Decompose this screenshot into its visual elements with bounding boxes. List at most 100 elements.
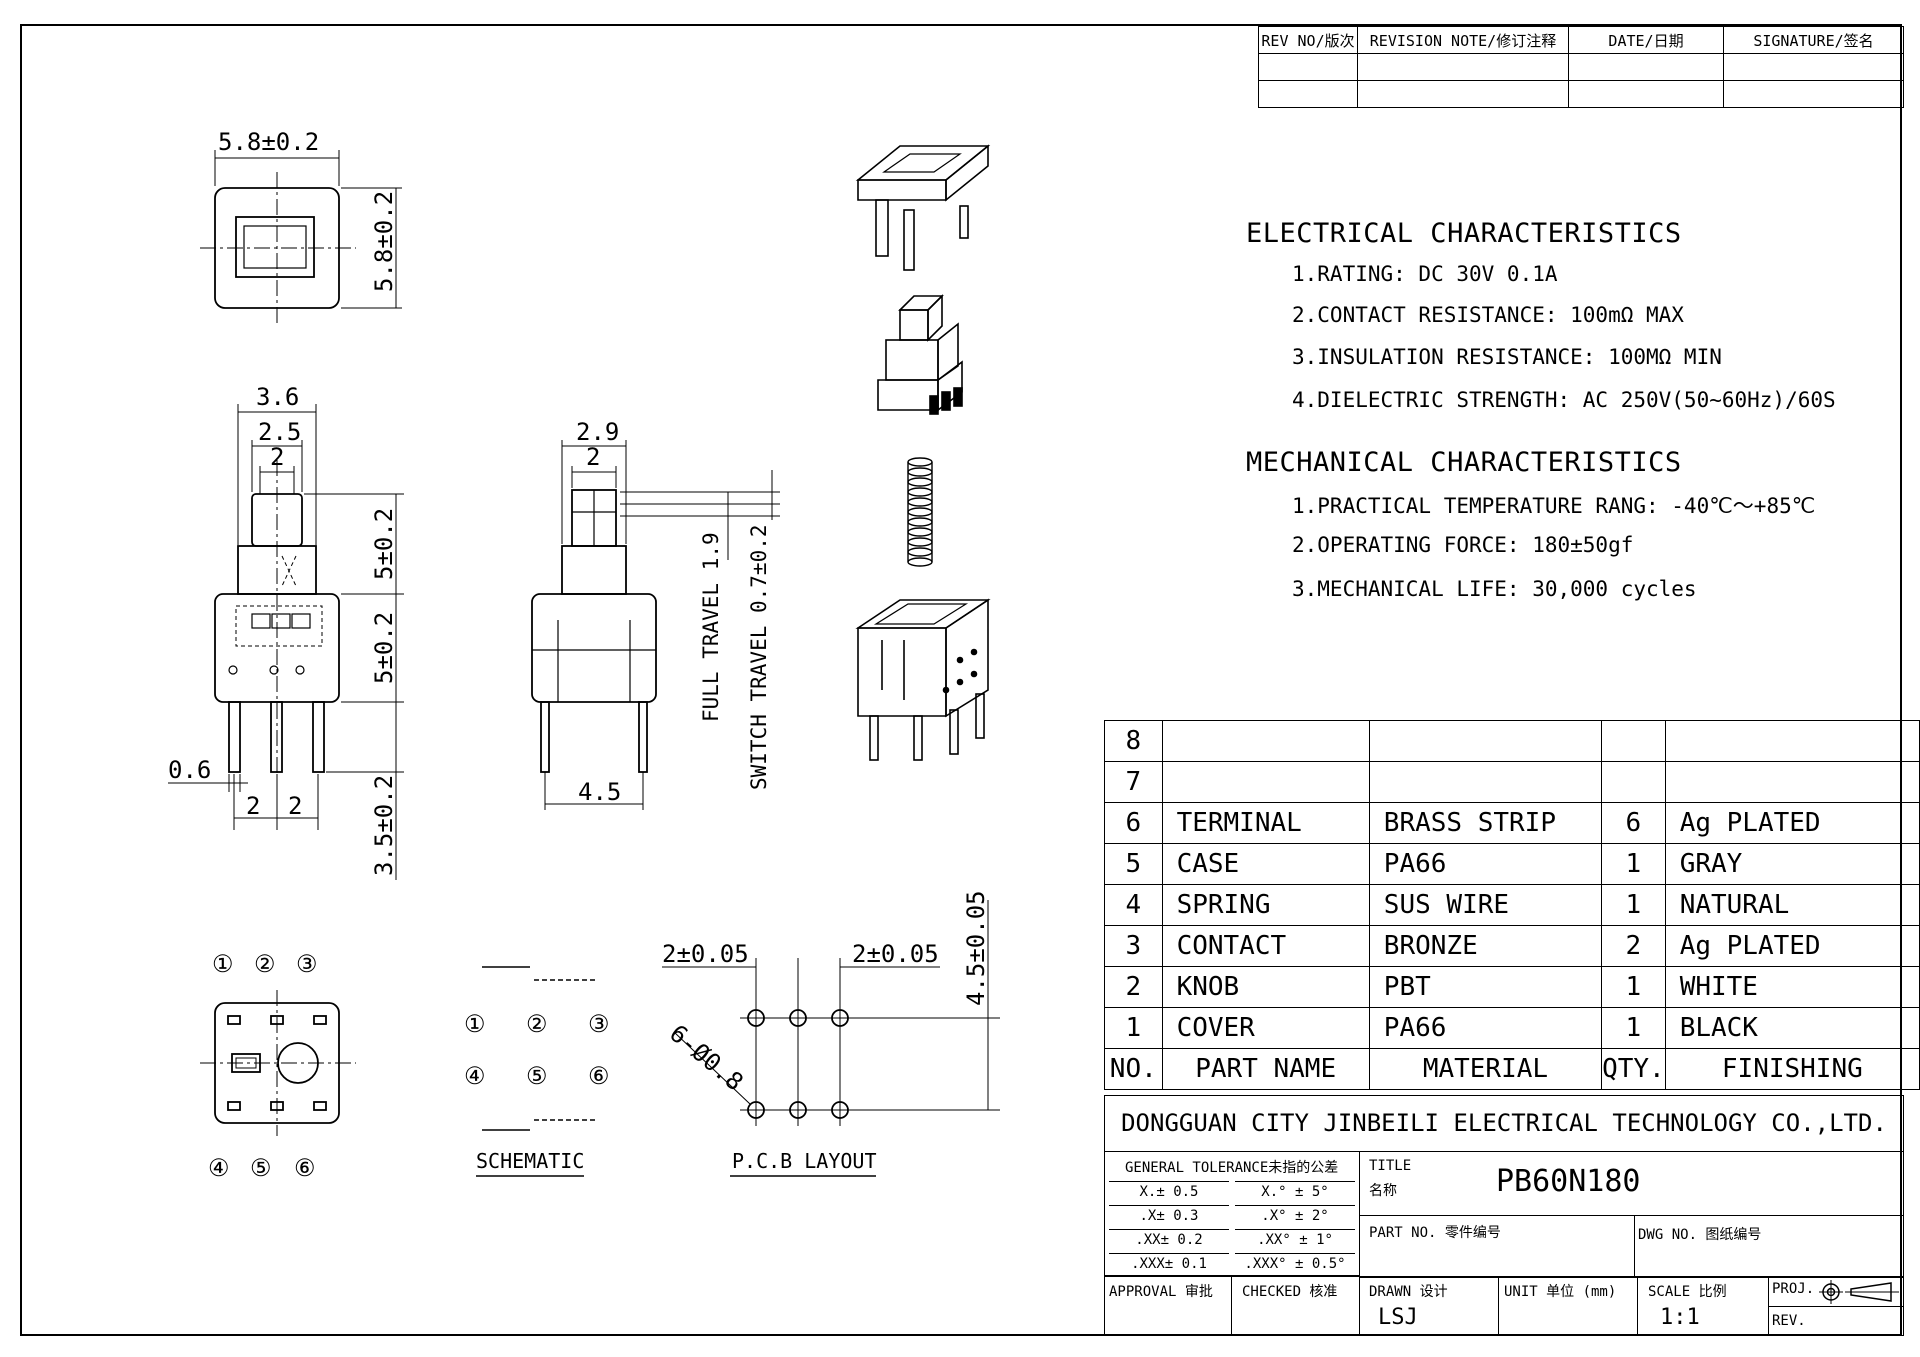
- part-qty-cell: 2: [1601, 925, 1666, 967]
- tolerance-value: .X° ± 2°: [1235, 1205, 1355, 1224]
- part-finishing-cell: Ag PLATED: [1664, 802, 1920, 844]
- part-material-cell: PA66: [1368, 1007, 1603, 1049]
- part-no-cell: 6: [1104, 802, 1163, 844]
- part-material-cell: [1368, 761, 1603, 803]
- part-finishing-cell: GRAY: [1664, 843, 1920, 885]
- tolerance-value: .XXX± 0.1: [1109, 1253, 1229, 1272]
- schematic-pin-label: ①: [464, 1010, 486, 1038]
- dim-switch-travel: SWITCH TRAVEL 0.7±0.2: [747, 524, 771, 790]
- part-no-cell: 5: [1104, 843, 1163, 885]
- part-qty-cell: 1: [1601, 966, 1666, 1008]
- rev-cell: [1723, 53, 1904, 81]
- part-qty-cell: 1: [1601, 884, 1666, 926]
- part-material-cell: [1368, 720, 1603, 762]
- part-name-cell: SPRING: [1161, 884, 1370, 926]
- signature-header: SIGNATURE/签名: [1723, 26, 1904, 54]
- rev-cell: [1723, 80, 1904, 108]
- tolerance-value: .XX± 0.2: [1109, 1229, 1229, 1248]
- approval-label: APPROVAL 审批: [1109, 1284, 1213, 1300]
- tolerance-block: GENERAL TOLERANCE未指的公差 X.± 0.5 X.° ± 5° .X…: [1104, 1151, 1360, 1276]
- dim-top-width: 5.8±0.2: [218, 128, 319, 156]
- dim-top-height: 5.8±0.2: [370, 191, 398, 292]
- dim-pcb-pitch-2: 2±0.05: [852, 940, 939, 968]
- tolerance-value: .X± 0.3: [1109, 1205, 1229, 1224]
- exploded-view: [855, 144, 991, 761]
- part-name-cell: [1161, 761, 1370, 803]
- side-view: [531, 440, 780, 810]
- part-finishing-cell: Ag PLATED: [1664, 925, 1920, 967]
- tolerance-header: GENERAL TOLERANCE未指的公差: [1125, 1160, 1339, 1176]
- dim-pin-pitch-1: 2: [246, 792, 260, 820]
- approval-cell: APPROVAL 审批: [1104, 1276, 1232, 1336]
- part-finishing-cell: NATURAL: [1664, 884, 1920, 926]
- electrical-title: ELECTRICAL CHARACTERISTICS: [1246, 218, 1682, 249]
- rev-label: REV.: [1772, 1313, 1806, 1329]
- date-header: DATE/日期: [1568, 26, 1724, 54]
- part-name-cell: TERMINAL: [1161, 802, 1370, 844]
- scale-value: 1:1: [1660, 1305, 1700, 1330]
- parts-header-cell: QTY.: [1601, 1048, 1666, 1090]
- rev-cell: [1568, 80, 1724, 108]
- pin-label: ③: [296, 950, 318, 978]
- part-no-cell: 8: [1104, 720, 1163, 762]
- projection-symbol-icon: [1819, 1280, 1899, 1304]
- pin-label: ⑤: [250, 1154, 272, 1182]
- checked-label: CHECKED 核准: [1242, 1284, 1338, 1300]
- part-qty-cell: 1: [1601, 843, 1666, 885]
- revision-header-row: REV NO/版次 REVISION NOTE/修订注释 DATE/日期 SIG…: [1258, 26, 1904, 54]
- title-value: PB60N180: [1496, 1164, 1641, 1199]
- unit-label: UNIT 单位 (mm): [1504, 1284, 1617, 1300]
- schematic-caption: SCHEMATIC: [476, 1149, 584, 1173]
- dwg-no-label: DWG NO. 图纸编号: [1638, 1227, 1762, 1243]
- electrical-item: 1.RATING: DC 30V 0.1A: [1292, 262, 1558, 286]
- dim-pin-pitch-2: 2: [288, 792, 302, 820]
- part-material-cell: PBT: [1368, 966, 1603, 1008]
- pin-label: ①: [212, 950, 234, 978]
- revision-table: REV NO/版次 REVISION NOTE/修订注释 DATE/日期 SIG…: [1258, 26, 1904, 108]
- part-material-cell: SUS WIRE: [1368, 884, 1603, 926]
- part-no-label: PART NO. 零件编号: [1369, 1225, 1501, 1241]
- parts-header-cell: NO.: [1104, 1048, 1163, 1090]
- pcb-layout: [662, 900, 1000, 1177]
- rev-cell: [1258, 80, 1358, 108]
- tolerance-value: X.° ± 5°: [1235, 1181, 1355, 1200]
- parts-header-cell: PART NAME: [1161, 1048, 1370, 1090]
- title-label-cn: 名称: [1369, 1183, 1397, 1199]
- parts-row: 8: [1104, 720, 1920, 762]
- part-finishing-cell: [1664, 720, 1920, 762]
- part-qty-cell: [1601, 720, 1666, 762]
- dim-front-w2: 2.5: [258, 418, 301, 446]
- part-name-cell: CONTACT: [1161, 925, 1370, 967]
- bottom-view: [200, 990, 356, 1136]
- part-material-cell: PA66: [1368, 843, 1603, 885]
- dwg-no-cell: DWG NO. 图纸编号: [1634, 1215, 1904, 1278]
- pcb-caption: P.C.B LAYOUT: [732, 1149, 877, 1173]
- top-view: [200, 150, 402, 324]
- drawing-sheet: [20, 24, 1902, 1336]
- tolerance-value: X.± 0.5: [1109, 1181, 1229, 1200]
- schematic-pin-label: ②: [526, 1010, 548, 1038]
- dim-front-h3: 3.5±0.2: [370, 775, 398, 876]
- drawn-cell: DRAWN 设计 LSJ: [1359, 1276, 1499, 1336]
- parts-header-cell: FINISHING: [1664, 1048, 1920, 1090]
- company-name: DONGGUAN CITY JINBEILI ELECTRICAL TECHNO…: [1104, 1095, 1904, 1152]
- dim-front-h1: 5±0.2: [370, 508, 398, 580]
- schematic-pin-label: ⑤: [526, 1062, 548, 1090]
- part-material-cell: BRASS STRIP: [1368, 802, 1603, 844]
- schematic-pin-label: ③: [588, 1010, 610, 1038]
- schematic-pin-label: ⑥: [588, 1062, 610, 1090]
- rev-no-header: REV NO/版次: [1258, 26, 1358, 54]
- part-no-cell: 3: [1104, 925, 1163, 967]
- revision-note-header: REVISION NOTE/修订注释: [1357, 26, 1569, 54]
- tolerance-value: .XX° ± 1°: [1235, 1229, 1355, 1248]
- part-material-cell: BRONZE: [1368, 925, 1603, 967]
- revision-row: [1258, 80, 1904, 108]
- rev-cell: [1357, 53, 1569, 81]
- title-cell: TITLE 名称 PB60N180: [1359, 1151, 1904, 1216]
- mechanical-item: 3.MECHANICAL LIFE: 30,000 cycles: [1292, 577, 1697, 601]
- scale-cell: SCALE 比例 1:1: [1637, 1276, 1769, 1336]
